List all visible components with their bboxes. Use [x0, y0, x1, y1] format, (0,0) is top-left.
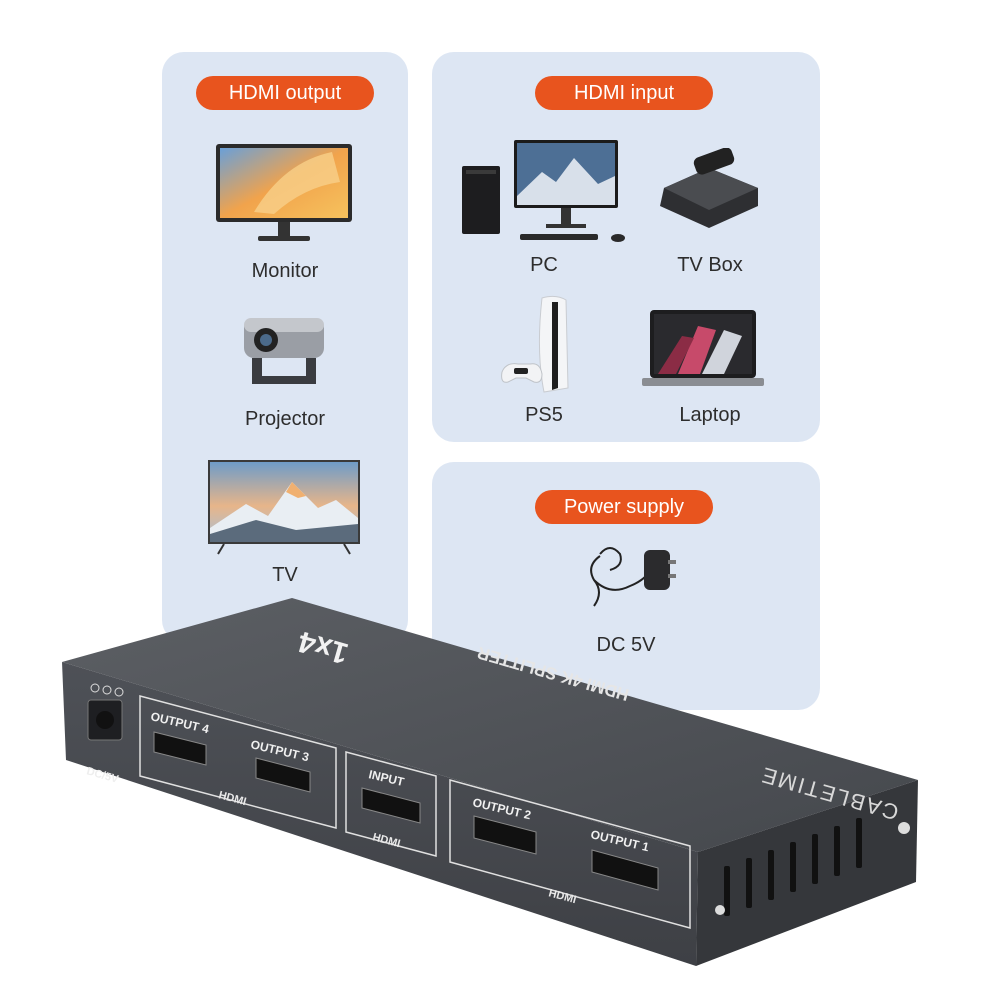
port-group-input — [345, 751, 437, 857]
monitor-icon — [216, 144, 352, 241]
port-group-outputs-2-1 — [449, 779, 691, 929]
hdmi-input-heading: HDMI input — [535, 76, 713, 110]
device-label-laptop: Laptop — [679, 404, 741, 426]
tv-icon — [208, 460, 360, 555]
device-label-projector: Projector — [244, 408, 326, 430]
laptop-icon — [642, 310, 764, 386]
side-vents — [724, 818, 862, 916]
screw-icon — [715, 822, 910, 915]
device-label-dc-5v: DC 5V — [596, 634, 656, 656]
device-label-monitor: Monitor — [251, 260, 319, 282]
device-label-tv-box: TV Box — [677, 254, 743, 276]
hdmi-output-heading: HDMI output — [196, 76, 374, 110]
device-label-tv: TV — [272, 564, 298, 586]
dc-power-port[interactable] — [87, 683, 124, 741]
hdmi-input-panel: HDMI input PC TV Box PS5 Laptop — [432, 52, 820, 442]
hdmi-port-output-4[interactable] — [153, 731, 207, 766]
hdmi-port-input[interactable] — [361, 787, 421, 824]
tv-box-icon — [660, 148, 758, 228]
device-label-pc: PC — [530, 254, 558, 276]
pc-icon — [462, 140, 625, 242]
hdmi-port-output-1[interactable] — [591, 849, 659, 891]
power-supply-heading: Power supply — [535, 490, 713, 524]
ps5-icon — [501, 295, 569, 393]
hdmi-port-output-3[interactable] — [255, 757, 311, 793]
projector-icon — [244, 318, 324, 384]
hdmi-output-panel: HDMI output Monitor Projector TV — [162, 52, 408, 642]
device-label-ps5: PS5 — [525, 404, 563, 426]
port-group-outputs-4-3 — [139, 695, 337, 829]
hdmi-port-output-2[interactable] — [473, 815, 537, 855]
power-adapter-icon — [590, 547, 676, 607]
